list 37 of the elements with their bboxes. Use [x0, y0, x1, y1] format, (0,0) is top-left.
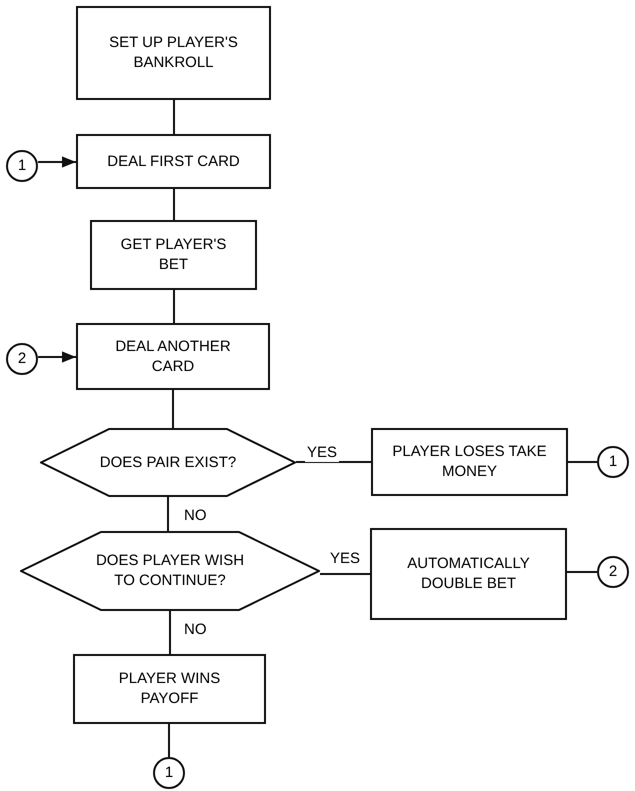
node-text: DOES PLAYER WISH TO CONTINUE?	[94, 551, 246, 591]
connector-line	[168, 724, 170, 757]
node-text: 1	[18, 156, 26, 176]
connector-line	[567, 571, 597, 573]
node-text: PLAYER WINS PAYOFF	[118, 669, 222, 709]
process-box	[76, 6, 271, 100]
process-box	[73, 654, 266, 724]
node-text: DOES PAIR EXIST?	[98, 452, 238, 472]
connector-line	[173, 100, 175, 134]
decision-hexagon	[40, 428, 296, 497]
connector-line	[173, 189, 175, 220]
edge-label: YES	[305, 444, 340, 462]
connector-line	[296, 461, 371, 463]
process-box	[76, 323, 270, 390]
connector-line	[173, 290, 175, 323]
process-box	[370, 528, 567, 620]
connector-line	[172, 390, 174, 428]
connector-line	[169, 611, 171, 654]
arrow	[38, 156, 76, 168]
connector-line	[568, 461, 597, 463]
arrow	[38, 351, 76, 363]
node-text: 2	[608, 562, 618, 582]
node-text: PLAYER LOSES TAKE MONEY	[391, 442, 548, 482]
connector-line	[320, 573, 370, 575]
process-box	[76, 134, 271, 189]
node-text: AUTOMATICALLY DOUBLE BET	[406, 554, 531, 594]
node-text: 1	[608, 452, 618, 472]
process-box	[371, 428, 568, 496]
process-box	[90, 220, 257, 290]
node-text: DEAL FIRST CARD	[106, 152, 241, 172]
node-text: GET PLAYER'S BET	[120, 235, 228, 275]
node-text: DEAL ANOTHER CARD	[114, 336, 232, 376]
node-text: 1	[164, 763, 174, 783]
node-text: SET UP PLAYER'S BANKROLL	[108, 33, 239, 73]
connector-line	[167, 497, 169, 531]
decision-hexagon	[20, 531, 320, 611]
node-text: 2	[18, 349, 26, 369]
